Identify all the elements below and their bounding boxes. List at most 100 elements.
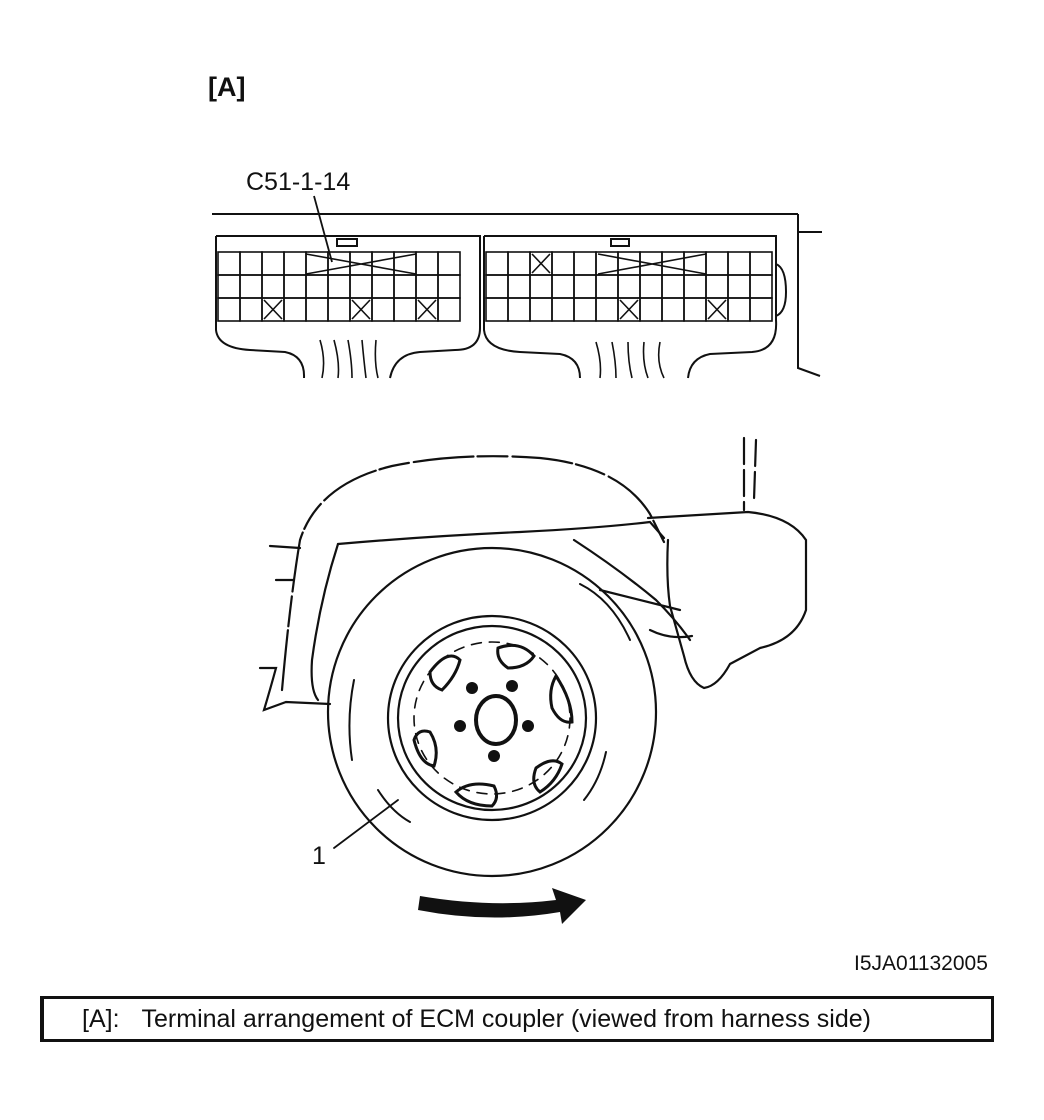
body-dashed-pillar bbox=[742, 436, 758, 512]
terminal-cell bbox=[327, 274, 351, 299]
coupler-right-half bbox=[483, 235, 778, 379]
terminal-cell bbox=[283, 274, 307, 299]
lug-nuts bbox=[454, 680, 534, 762]
terminal-cell bbox=[485, 251, 509, 276]
rim-window-left-lower bbox=[412, 729, 438, 768]
tire-outer bbox=[326, 546, 658, 878]
terminal-unused-mark bbox=[305, 253, 417, 275]
tire-tread-marks bbox=[348, 583, 631, 823]
terminal-unused-mark bbox=[531, 253, 551, 274]
terminal-unused-mark bbox=[619, 299, 639, 320]
terminal-unused-mark bbox=[351, 299, 371, 320]
terminal-cell bbox=[727, 251, 751, 276]
terminal-cell bbox=[437, 297, 461, 322]
part-leader-line bbox=[333, 799, 399, 849]
terminal-cell bbox=[573, 297, 597, 322]
terminal-cell bbox=[305, 274, 329, 299]
terminal-cell bbox=[507, 297, 531, 322]
terminal-cell bbox=[573, 251, 597, 276]
caption-key: [A]: bbox=[82, 1004, 120, 1033]
view-label: [A] bbox=[208, 72, 246, 102]
terminal-cell bbox=[705, 251, 729, 276]
terminal-cell bbox=[639, 274, 663, 299]
lug-nut bbox=[454, 720, 466, 732]
terminal-cell bbox=[749, 251, 773, 276]
caption-text: Terminal arrangement of ECM coupler (vie… bbox=[141, 1004, 871, 1033]
fender-arch-outer bbox=[280, 455, 666, 692]
terminal-cell bbox=[529, 297, 553, 322]
connector-leader-line bbox=[313, 195, 333, 263]
wheel-hub bbox=[474, 694, 518, 746]
terminal-cell bbox=[551, 297, 575, 322]
terminal-cell bbox=[217, 297, 241, 322]
terminal-cell bbox=[327, 297, 351, 322]
terminal-cell bbox=[415, 274, 439, 299]
caption-box: [A]: Terminal arrangement of ECM coupler… bbox=[40, 996, 994, 1042]
terminal-cell bbox=[551, 274, 575, 299]
coupler-lock-tab-right bbox=[610, 238, 630, 247]
terminal-unused-mark bbox=[263, 299, 283, 320]
terminal-cell bbox=[349, 274, 373, 299]
terminal-unused-mark bbox=[597, 253, 707, 275]
terminal-cell bbox=[371, 297, 395, 322]
terminal-cell bbox=[217, 274, 241, 299]
terminal-unused-mark bbox=[707, 299, 727, 320]
terminal-cell bbox=[485, 274, 509, 299]
terminal-cell bbox=[239, 274, 263, 299]
terminal-cell bbox=[749, 297, 773, 322]
terminal-cell bbox=[573, 274, 597, 299]
terminal-cell bbox=[371, 251, 395, 276]
terminal-cell bbox=[305, 297, 329, 322]
terminal-cell bbox=[437, 251, 461, 276]
front-bumper-outline bbox=[646, 510, 808, 690]
terminal-cell bbox=[283, 251, 307, 276]
wheel-rim-dashed bbox=[413, 641, 571, 795]
terminal-cell bbox=[327, 251, 351, 276]
rim-window-right-lower bbox=[532, 759, 564, 794]
terminal-cell bbox=[261, 274, 285, 299]
terminal-cell bbox=[617, 274, 641, 299]
ecm-coupler bbox=[212, 213, 822, 379]
terminal-cell bbox=[529, 274, 553, 299]
terminal-cell bbox=[415, 251, 439, 276]
terminal-cell bbox=[507, 274, 531, 299]
terminal-cell bbox=[683, 297, 707, 322]
terminal-cell bbox=[617, 251, 641, 276]
terminal-cell bbox=[683, 274, 707, 299]
terminal-cell bbox=[239, 251, 263, 276]
terminal-cell bbox=[371, 274, 395, 299]
terminal-cell bbox=[283, 297, 307, 322]
terminal-cell bbox=[661, 274, 685, 299]
terminal-cell bbox=[393, 274, 417, 299]
coupler-housing-outline bbox=[212, 213, 822, 377]
terminal-cell bbox=[437, 274, 461, 299]
rim-window-right bbox=[549, 673, 574, 724]
coupler-lock-tab-left bbox=[336, 238, 358, 247]
figure-code: I5JA01132005 bbox=[854, 952, 988, 975]
terminal-cell bbox=[393, 297, 417, 322]
curved-arrow-icon bbox=[418, 888, 586, 924]
lug-nut bbox=[466, 682, 478, 694]
terminal-cell bbox=[217, 251, 241, 276]
fender-inner-liner bbox=[310, 538, 694, 702]
coupler-harness-wires bbox=[319, 339, 665, 379]
coupler-terminal-grid-right bbox=[485, 251, 773, 322]
terminal-unused-mark bbox=[417, 299, 437, 320]
coupler-terminal-grid-left bbox=[217, 251, 461, 322]
terminal-cell bbox=[661, 297, 685, 322]
rim-window-left-upper bbox=[428, 654, 462, 692]
terminal-cell bbox=[595, 274, 619, 299]
rim-window-bottom bbox=[453, 782, 499, 808]
connector-label: C51-1-14 bbox=[246, 168, 351, 196]
coupler-right-latch bbox=[775, 263, 788, 317]
terminal-cell bbox=[727, 274, 751, 299]
wheel-rim-outer bbox=[386, 614, 598, 822]
terminal-cell bbox=[727, 297, 751, 322]
terminal-cell bbox=[261, 251, 285, 276]
vehicle-wheel-illustration bbox=[258, 436, 808, 878]
lug-nut bbox=[506, 680, 518, 692]
wheel-rim-inner bbox=[396, 624, 588, 812]
coupler-left-half bbox=[215, 235, 481, 379]
